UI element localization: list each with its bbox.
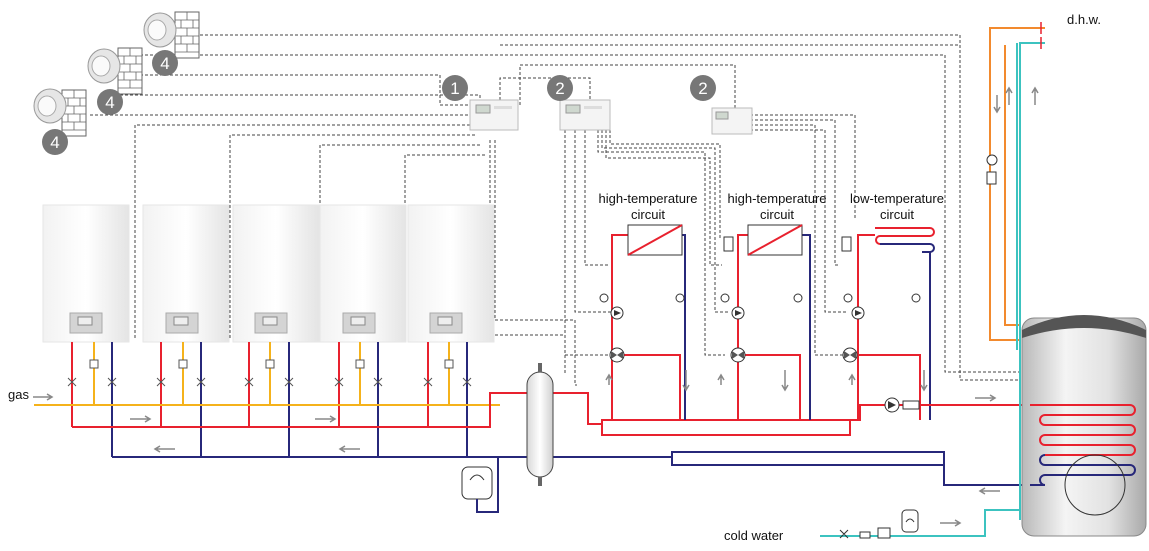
boiler-connections [67, 342, 472, 457]
svg-text:high-temperature: high-temperature [599, 191, 698, 206]
control-wiring [90, 34, 1020, 386]
dhw-storage-tank [1021, 315, 1147, 537]
room-sensor-2 [87, 47, 143, 95]
circuit-label-3: low-temperature circuit [850, 191, 944, 222]
hydraulic-separator [526, 363, 554, 486]
zone-controller-b: 2 [690, 75, 753, 135]
svg-text:2: 2 [555, 79, 564, 98]
svg-text:circuit: circuit [631, 207, 665, 222]
svg-text:4: 4 [50, 133, 59, 152]
room-sensor-3 [33, 88, 87, 137]
boiler-5 [407, 204, 495, 343]
heating-circuit-2 [717, 224, 811, 420]
zone-controller-a: 2 [547, 75, 611, 131]
sensor-badge-bottom: 4 [42, 129, 68, 155]
svg-text:low-temperature: low-temperature [850, 191, 944, 206]
circuit-label-1: high-temperature circuit [599, 191, 698, 222]
svg-text:1: 1 [450, 79, 459, 98]
expansion-vessel [461, 457, 499, 513]
dhw-loading-circuit [850, 394, 1030, 495]
svg-text:4: 4 [160, 54, 169, 73]
boiler-1 [42, 204, 130, 343]
boiler-3 [232, 204, 320, 343]
cold-water-label: cold water [724, 528, 784, 543]
sensor-badge-top: 4 [152, 50, 178, 76]
heating-circuit-3 [841, 227, 935, 420]
distribution-manifold [601, 419, 945, 466]
room-sensor-1 [143, 11, 200, 59]
svg-text:circuit: circuit [880, 207, 914, 222]
boiler-flow-header [72, 392, 672, 458]
circuit-label-2: high-temperature circuit [728, 191, 827, 222]
svg-text:circuit: circuit [760, 207, 794, 222]
gas-line [33, 393, 500, 406]
svg-text:4: 4 [105, 93, 114, 112]
dhw-label: d.h.w. [1067, 12, 1101, 27]
svg-text:high-temperature: high-temperature [728, 191, 827, 206]
heating-circuit-1 [599, 224, 690, 420]
boiler-4 [319, 204, 407, 343]
cascade-controller: 1 [442, 75, 519, 131]
dhw-lines [820, 22, 1045, 539]
svg-text:2: 2 [698, 79, 707, 98]
boiler-2 [142, 204, 230, 343]
gas-label: gas [8, 387, 29, 402]
sensor-badge-middle: 4 [97, 89, 123, 115]
